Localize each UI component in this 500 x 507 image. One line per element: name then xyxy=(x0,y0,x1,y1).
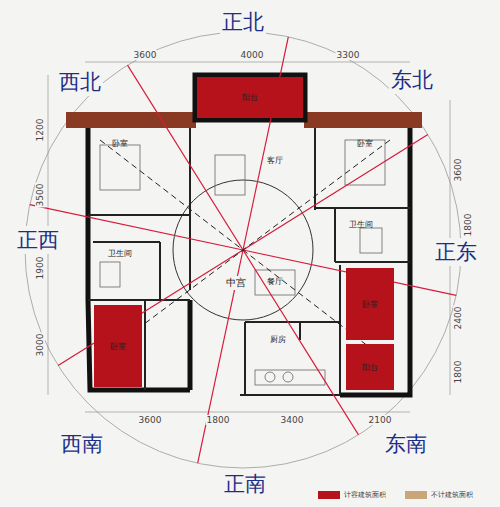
direction-label: 正东 xyxy=(433,238,479,266)
direction-label: 西南 xyxy=(59,430,105,458)
direction-label: 正北 xyxy=(220,8,266,36)
dimension-label: 3600 xyxy=(453,158,463,183)
sector-line xyxy=(243,250,359,435)
dimension-label: 1900 xyxy=(35,256,45,281)
dimension-label: 2400 xyxy=(453,306,463,331)
dimension-label: 4000 xyxy=(240,50,265,60)
dimension-label: 3000 xyxy=(35,333,45,358)
direction-label: 西北 xyxy=(57,68,103,96)
legend-swatch xyxy=(318,491,340,499)
direction-label: 正西 xyxy=(15,226,61,254)
room-label: 卧室 xyxy=(356,137,374,150)
dimension-label: 3600 xyxy=(138,415,163,425)
dimension-label: 1200 xyxy=(35,118,45,143)
direction-label: 正南 xyxy=(222,470,268,498)
room-label: 卧室 xyxy=(109,340,127,353)
room-label: 餐厅 xyxy=(266,275,284,288)
room-box: 卧室 xyxy=(95,132,145,154)
direction-label: 东南 xyxy=(383,430,429,458)
dimension-label: 3600 xyxy=(133,50,158,60)
room-box: 阳台 xyxy=(346,344,394,390)
room-label: 阳台 xyxy=(361,361,379,374)
legend-text: 不计建筑面积 xyxy=(431,490,473,500)
room-label: 卧室 xyxy=(111,137,129,150)
sector-line xyxy=(58,250,243,366)
room-label: 卫生间 xyxy=(348,218,374,231)
room-label: 卧室 xyxy=(361,298,379,311)
room-box: 卫生间 xyxy=(340,215,382,233)
dimension-label: 3500 xyxy=(35,183,45,208)
legend-swatch xyxy=(405,491,427,499)
room-box: 阳台 xyxy=(197,77,303,118)
dimension-label: 1800 xyxy=(463,213,473,238)
room-box: 卧室 xyxy=(340,132,390,154)
room-box: 餐厅 xyxy=(255,272,295,290)
dimension-label: 2100 xyxy=(368,415,393,425)
center-label: 中宫 xyxy=(226,276,246,290)
room-box: 卫生间 xyxy=(100,245,140,262)
room-box: 厨房 xyxy=(258,330,298,348)
legend-item: 不计建筑面积 xyxy=(405,490,473,500)
room-box: 卧室 xyxy=(94,305,142,387)
dimension-label: 3400 xyxy=(280,415,305,425)
legend-text: 计容建筑面积 xyxy=(344,490,386,500)
room-box: 卧室 xyxy=(346,268,394,340)
room-label: 卫生间 xyxy=(107,247,133,260)
direction-label: 东北 xyxy=(389,66,435,94)
legend-item: 计容建筑面积 xyxy=(318,490,386,500)
room-label: 客厅 xyxy=(266,154,284,167)
dimension-label: 1800 xyxy=(206,415,231,425)
room-label: 阳台 xyxy=(241,91,259,104)
room-label: 厨房 xyxy=(269,333,287,346)
room-box: 客厅 xyxy=(255,150,295,170)
sector-line xyxy=(30,205,243,250)
dimension-label: 1800 xyxy=(453,360,463,385)
dimension-label: 3300 xyxy=(336,50,361,60)
sector-line xyxy=(243,37,288,250)
sector-line xyxy=(243,134,428,250)
